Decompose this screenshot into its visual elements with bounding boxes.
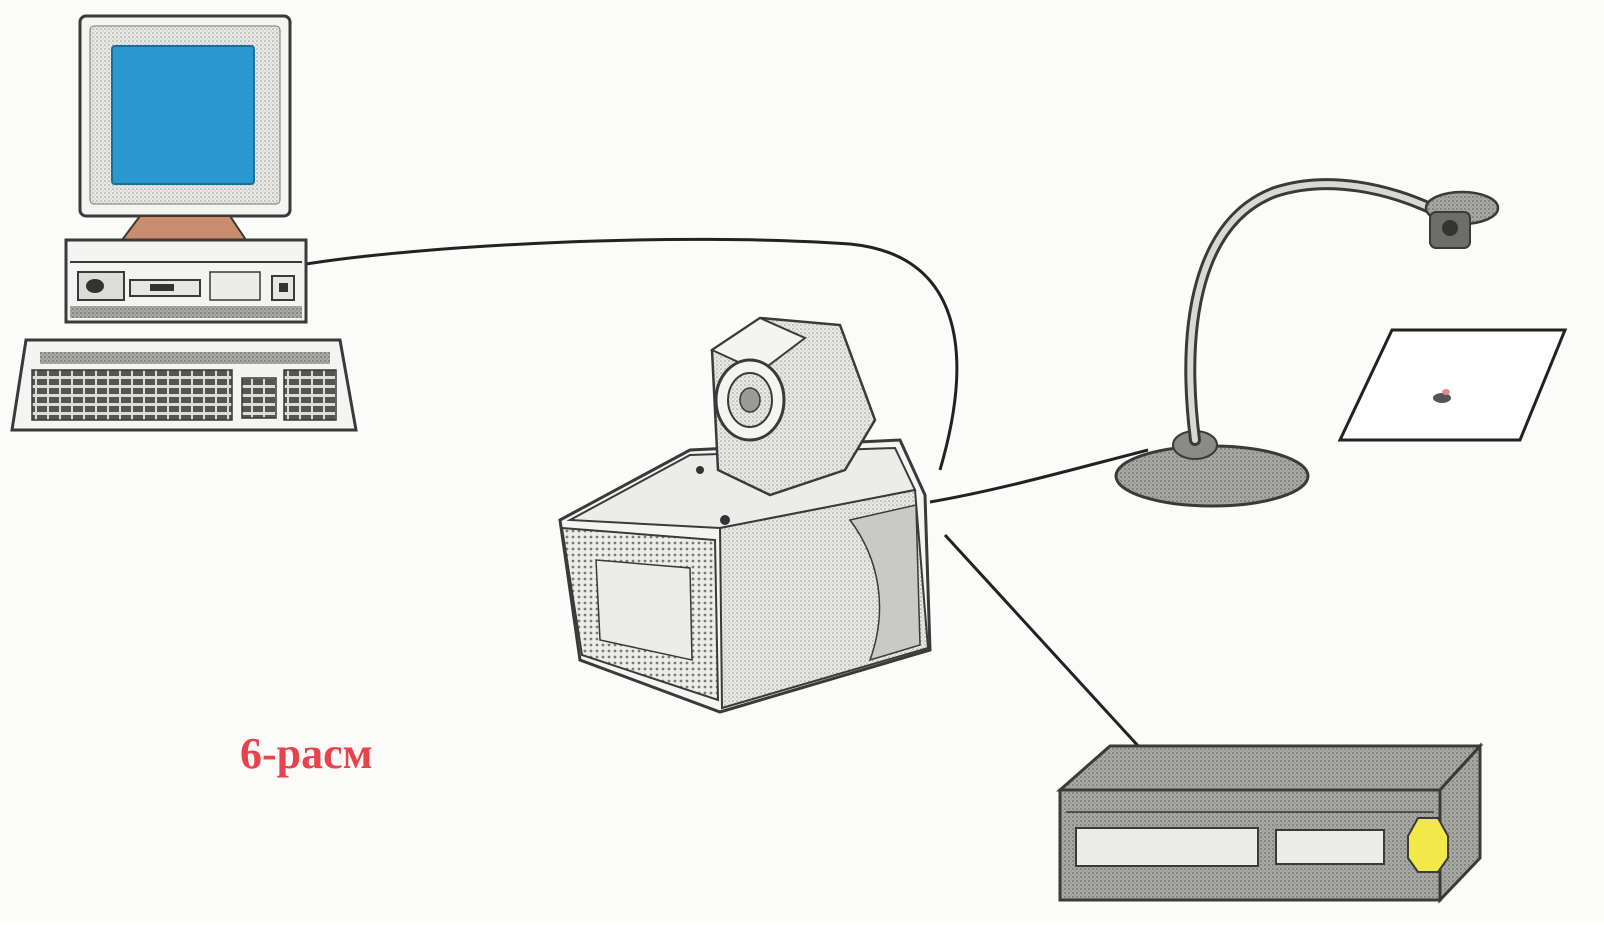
video-player-icon <box>1060 746 1480 900</box>
desktop-computer-icon <box>12 16 356 430</box>
document-sheet <box>1340 330 1565 440</box>
monitor-stand <box>122 216 246 240</box>
multimedia-projector-icon <box>560 318 930 712</box>
power-button <box>1408 818 1448 872</box>
cable-projector-video-player <box>945 535 1140 748</box>
monitor-screen <box>112 46 254 184</box>
cassette-slot <box>1076 828 1258 866</box>
figure-caption: 6-расм <box>240 728 373 779</box>
paper-sheet-icon <box>1340 330 1565 440</box>
